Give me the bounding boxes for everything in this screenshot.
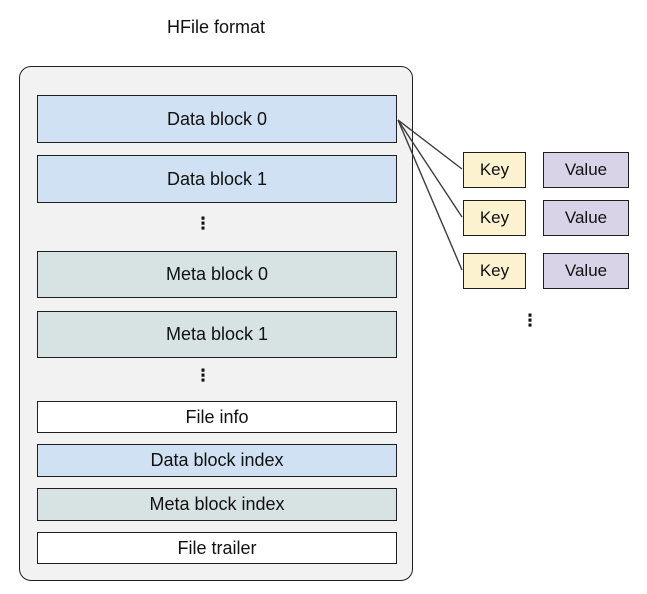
- value-box-0: Value: [543, 152, 629, 188]
- block-data-block-index: Data block index: [37, 444, 397, 477]
- ellipsis-data-blocks: ⋮: [194, 214, 212, 233]
- block-file-trailer: File trailer: [37, 532, 397, 564]
- value-box-2: Value: [543, 253, 629, 289]
- ellipsis-meta-blocks: ⋮: [194, 366, 212, 385]
- block-meta-block-index: Meta block index: [37, 488, 397, 521]
- block-data-0: Data block 0: [37, 95, 397, 143]
- key-box-1: Key: [463, 200, 526, 236]
- value-box-1: Value: [543, 200, 629, 236]
- block-meta-0: Meta block 0: [37, 251, 397, 298]
- block-data-1: Data block 1: [37, 155, 397, 203]
- block-meta-1: Meta block 1: [37, 311, 397, 358]
- ellipsis-kv: ⋮: [521, 311, 539, 330]
- key-box-0: Key: [463, 152, 526, 188]
- block-file-info: File info: [37, 401, 397, 433]
- key-box-2: Key: [463, 253, 526, 289]
- page-title: HFile format: [166, 17, 265, 37]
